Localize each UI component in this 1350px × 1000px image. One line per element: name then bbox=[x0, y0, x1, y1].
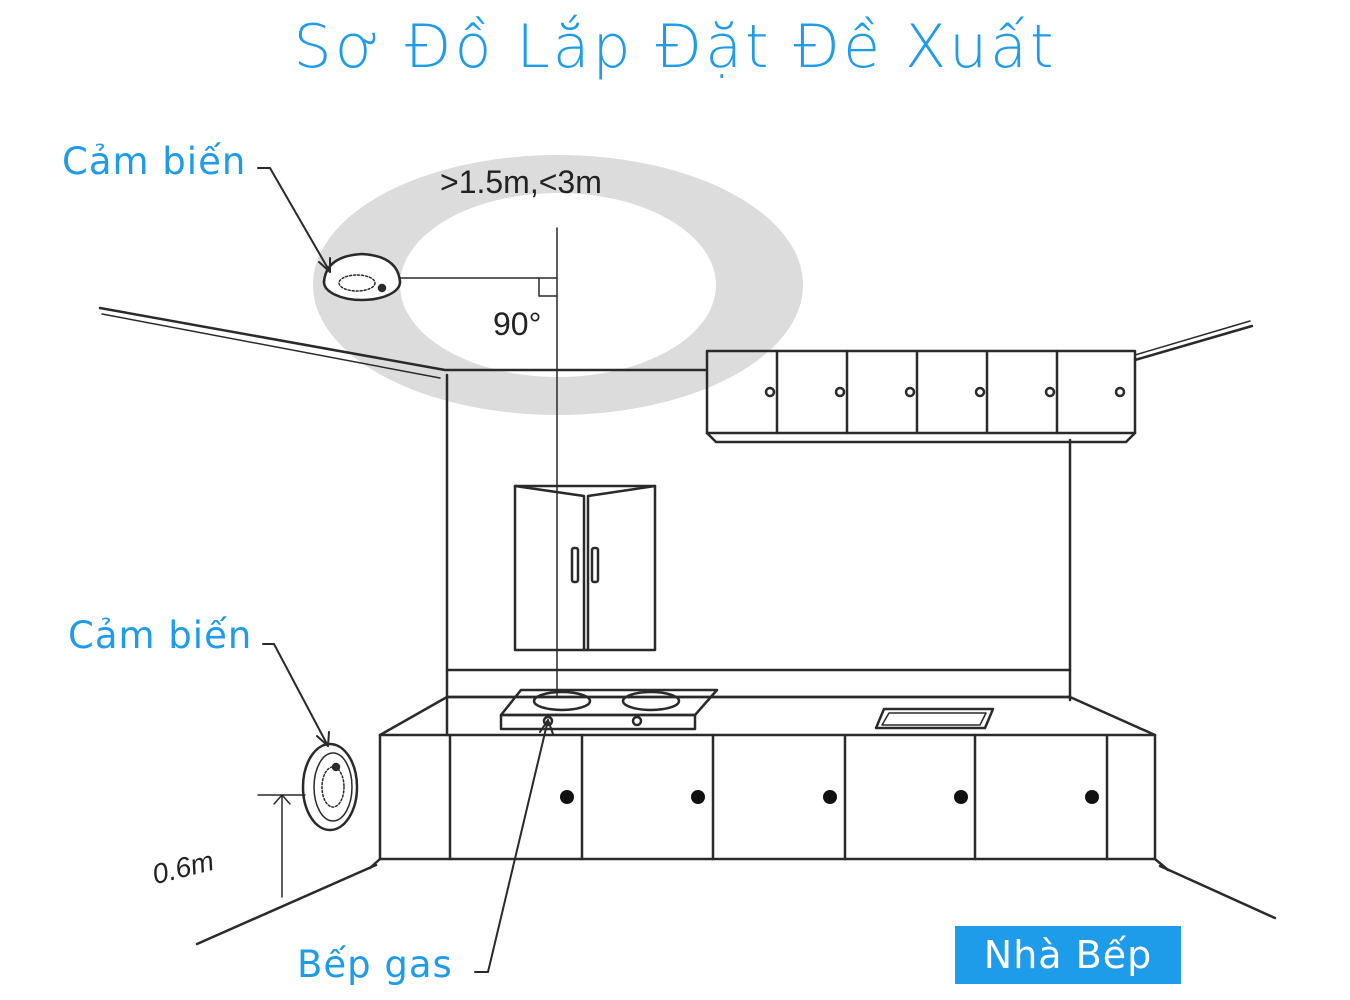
wall-sensor-body bbox=[301, 742, 359, 832]
window-handle-right bbox=[590, 546, 600, 584]
stove-burner-right bbox=[621, 690, 681, 712]
upper-cabinet-knob bbox=[904, 386, 916, 398]
ceiling-sensor-label: Cảm biến bbox=[62, 140, 247, 183]
stove-burner-left bbox=[532, 690, 592, 712]
angle-dimension-label: 90° bbox=[493, 306, 542, 342]
window-leaf-left bbox=[513, 484, 586, 652]
upper-cabinet-body bbox=[705, 349, 1137, 435]
window-handle-left bbox=[570, 546, 580, 584]
lower-cabinet-body bbox=[378, 733, 1157, 861]
stove-leader bbox=[474, 719, 549, 973]
wall-sensor-led bbox=[331, 762, 341, 772]
wall-sensor-label: Cảm biến bbox=[68, 614, 253, 657]
window-leaf-right bbox=[586, 484, 657, 652]
lower-cabinet-knob bbox=[823, 790, 837, 804]
window-frame bbox=[513, 484, 657, 652]
ceiling-sensor-leader-arrow bbox=[318, 257, 331, 273]
right-angle-marker bbox=[538, 277, 558, 297]
lower-cabinet-knob bbox=[1085, 790, 1099, 804]
stove-leader-arrow bbox=[539, 719, 554, 735]
gas-stove-front bbox=[499, 713, 697, 731]
lower-cabinet-knob bbox=[560, 790, 574, 804]
upper-cabinet-knob bbox=[834, 386, 846, 398]
distance-dimension-label: >1.5m,<3m bbox=[440, 164, 602, 200]
cabinet-plinth bbox=[368, 857, 1170, 872]
wall-sensor-leader bbox=[262, 643, 329, 747]
counter-top bbox=[378, 695, 1157, 737]
upper-cabinet-bottom bbox=[705, 431, 1137, 444]
stove-knob-left bbox=[542, 715, 554, 727]
upper-cabinet-knob bbox=[974, 386, 986, 398]
ceiling-sensor-leader bbox=[257, 167, 331, 273]
floor-edge-left bbox=[195, 863, 378, 946]
wall-sensor-face bbox=[313, 752, 353, 822]
upper-cabinet-knob bbox=[1114, 386, 1126, 398]
wall-sensor-leader-arrow bbox=[316, 731, 330, 747]
ceiling-edge-left bbox=[98, 306, 707, 372]
lower-cabinet-knob bbox=[954, 790, 968, 804]
gas-stove-label: Bếp gas bbox=[297, 943, 453, 986]
ceiling-edge-left-inner bbox=[101, 313, 441, 379]
ceiling-sensor-led bbox=[377, 283, 387, 293]
sink-inner bbox=[881, 712, 987, 726]
ceiling-edge-right bbox=[1133, 324, 1254, 362]
page-title: Sơ Đồ Lắp Đặt Đề Xuất bbox=[293, 12, 1057, 82]
sensor-coverage-zone bbox=[313, 155, 803, 415]
stove-knob-right bbox=[631, 715, 643, 727]
sink bbox=[874, 707, 995, 730]
ceiling-sensor-vent bbox=[338, 274, 376, 292]
ceiling-edge-right-inner bbox=[1134, 320, 1251, 356]
upper-cabinet-knob bbox=[1044, 386, 1056, 398]
room-badge: Nhà Bếp bbox=[955, 926, 1181, 984]
floor-edge-right bbox=[1158, 864, 1277, 920]
lower-cabinet-knob bbox=[691, 790, 705, 804]
upper-cabinet-knob bbox=[764, 386, 776, 398]
